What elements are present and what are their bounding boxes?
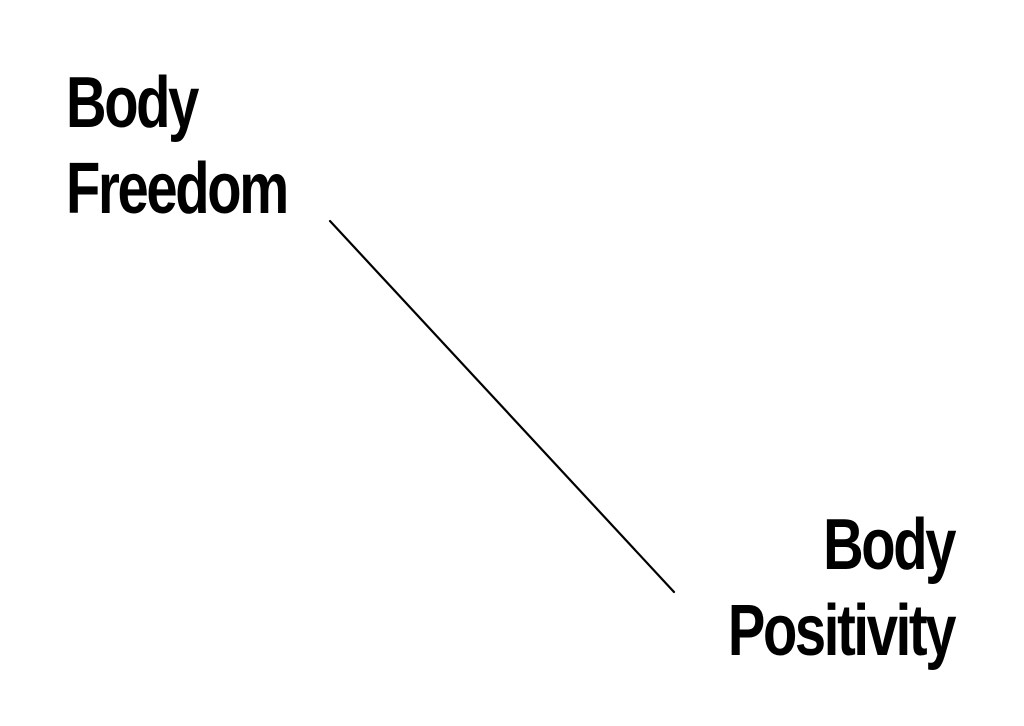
connector-line (328, 219, 676, 594)
node-body-freedom-line-2: Freedom (66, 149, 289, 229)
node-body-freedom: Body Freedom (66, 60, 289, 232)
node-body-freedom-line-1: Body (66, 63, 199, 143)
node-body-positivity: Body Positivity (727, 502, 957, 674)
node-body-positivity-line-1: Body (822, 505, 956, 585)
node-body-positivity-line-2: Positivity (727, 591, 957, 671)
